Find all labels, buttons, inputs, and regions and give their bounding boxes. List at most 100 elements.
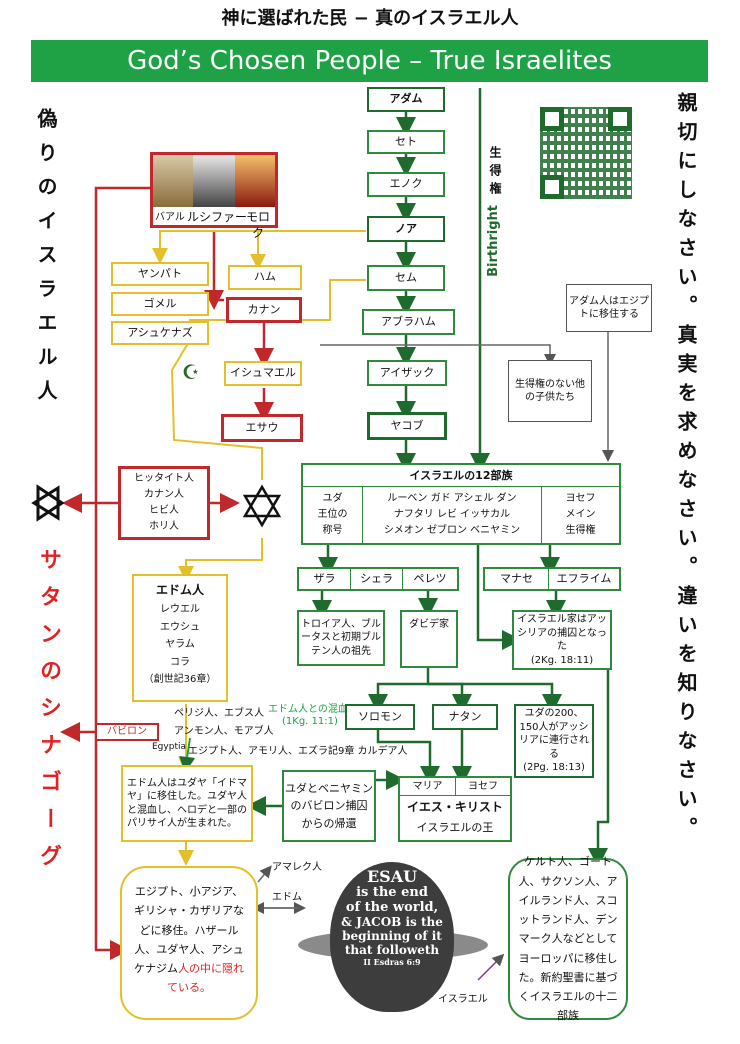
right-vertical-motto: 親切にしなさい。真実を求めなさい。違いを知りなさい。 bbox=[672, 92, 701, 846]
adam-box: アダム bbox=[367, 87, 445, 112]
edom-mix-label: エドム人との混血 bbox=[268, 704, 348, 715]
judah-text: 王位の bbox=[317, 509, 348, 520]
star-of-david-icon bbox=[242, 484, 282, 528]
japheth-box: ヤンパト bbox=[111, 262, 209, 286]
star-symbol-left-icon bbox=[31, 484, 65, 522]
hidden-box: エジプト、小アジア、ギリシャ・カザリアなどに移住。ハザール人、ユダヤ人、アシュケ… bbox=[120, 866, 258, 1020]
other-tribes-cell: ルーベン ガド アシェル ダン ナフタリ レビ イッサカル シメオン ゼブロン … bbox=[363, 487, 541, 543]
peoples-line: ペリジ人、エブス人 bbox=[174, 708, 264, 719]
no-birthright-note: 生得権のない他の子供たち bbox=[508, 360, 592, 422]
egyptia-label: Egyptia bbox=[152, 742, 186, 752]
lucifer-image bbox=[193, 155, 235, 207]
hittites-item: ヒッタイト人 bbox=[134, 473, 194, 484]
emblem-line: & JACOB is the bbox=[341, 915, 443, 930]
left-vertical-text: 偽りのイスラエル人 bbox=[34, 108, 58, 414]
emblem-shield bbox=[330, 862, 454, 1012]
title-japanese: 神に選ばれた民 − 真のイスラエル人 bbox=[221, 8, 519, 29]
hittites-item: カナン人 bbox=[144, 489, 184, 500]
judah-sons-box: ザラ シェラ ペレツ bbox=[297, 567, 459, 591]
right-vertical-text: 親切にしなさい。真実を求めなさい。違いを知りなさい。 bbox=[674, 92, 698, 846]
edomites-name: ヤラム bbox=[165, 639, 195, 650]
esau-jacob-emblem: ESAU is the end of the world, & JACOB is… bbox=[292, 860, 492, 1020]
babylon-box: バビロン bbox=[95, 723, 159, 741]
joseph-tribe-text: ヨセフ bbox=[565, 493, 596, 504]
moloch-image bbox=[235, 155, 275, 207]
babylon-return-box: ユダとベニヤミン のバビロン捕囚 からの帰還 bbox=[282, 770, 376, 842]
hidden-red-text: 人の中に隠れている。 bbox=[167, 962, 244, 995]
hittites-box: ヒッタイト人 カナン人 ヒビ人 ホリ人 bbox=[118, 466, 210, 540]
emblem-line: is the end bbox=[356, 885, 428, 901]
judah-text: ユダ bbox=[322, 493, 343, 504]
left-vertical-synagogue: サタンのシナゴーグ bbox=[32, 548, 64, 881]
tribes-text: ナフタリ レビ イッサカル bbox=[393, 509, 511, 520]
emblem-line: that followeth bbox=[344, 942, 440, 957]
ashkenaz-box: アシュケナズ bbox=[111, 321, 209, 345]
moloch-label: モロク bbox=[245, 210, 270, 241]
emblem-line: beginning of it bbox=[342, 929, 442, 944]
birthright-jp: 生得権 bbox=[488, 146, 502, 200]
tribes-text: ルーベン ガド アシェル ダン bbox=[387, 493, 517, 504]
return-text: のバビロン捕囚 bbox=[290, 799, 368, 813]
ephraim-cell: エフライム bbox=[556, 572, 612, 586]
noah-box: ノア bbox=[367, 216, 445, 242]
edomites-box: エドム人 レウエル エウシュ ヤラム コラ （創世記36章） bbox=[132, 574, 228, 702]
ham-box: ハム bbox=[228, 265, 302, 290]
crescent-star-icon: ☪ bbox=[182, 360, 200, 384]
twelve-tribes-box: イスラエルの12部族 ユダ 王位の 称号 ルーベン ガド アシェル ダン ナフタ… bbox=[301, 463, 621, 545]
assyria-ref-text: (2Kg. 18:11) bbox=[530, 654, 594, 666]
qr-finder-icon bbox=[608, 107, 632, 131]
edomites-ref: （創世記36章） bbox=[143, 674, 217, 685]
emblem-line: of the world, bbox=[345, 900, 439, 916]
enoch-box: エノク bbox=[367, 172, 445, 197]
joseph-sons-box: マナセ エフライム bbox=[483, 567, 621, 591]
peoples-line: エジプト人、アモリ人、エズラ記9章 カルデア人 bbox=[188, 746, 408, 757]
shelah-cell: シェラ bbox=[351, 569, 403, 589]
edomites-name: コラ bbox=[170, 656, 190, 668]
edom-label: エドム bbox=[272, 892, 302, 903]
canaan-box: カナン bbox=[226, 297, 302, 323]
left-vertical-red-text: サタンのシナゴーグ bbox=[36, 548, 61, 881]
tribes-text: シメオン ゼブロン ベニヤミン bbox=[383, 525, 521, 536]
isaac-box: アイザック bbox=[367, 360, 447, 386]
judah-200-text: ユダの200、150人がアッシリアに連行される bbox=[519, 708, 589, 760]
ishmael-box: イシュマエル bbox=[224, 361, 302, 386]
zerah-cell: ザラ bbox=[299, 569, 351, 589]
baal-label: バアル bbox=[155, 212, 185, 223]
birthright-en: Birthright bbox=[486, 205, 501, 277]
abraham-box: アブラハム bbox=[362, 309, 455, 335]
banner-title: God’s Chosen People – True Israelites bbox=[31, 40, 708, 82]
jesus-box: マリア ヨセフ イエス・キリスト イスラエルの王 bbox=[398, 776, 512, 842]
judah-200-ref: (2Pg. 18:13) bbox=[523, 762, 585, 774]
judah-text: 称号 bbox=[322, 525, 343, 536]
nathan-box: ナタン bbox=[432, 704, 498, 730]
joseph-tribe-cell: ヨセフ メイン 生得権 bbox=[541, 487, 619, 543]
jesus-christ: イエス・キリスト bbox=[407, 800, 503, 815]
judah-cell: ユダ 王位の 称号 bbox=[303, 487, 363, 543]
emblem-text: ESAU is the end of the world, & JACOB is… bbox=[330, 867, 454, 967]
return-text: からの帰還 bbox=[301, 816, 357, 830]
jacob-box: ヤコブ bbox=[367, 412, 447, 440]
hittites-item: ヒビ人 bbox=[149, 505, 179, 516]
perez-cell: ペレツ bbox=[413, 572, 447, 586]
assyria-exile-box: イスラエル家はアッシリアの捕囚となった (2Kg. 18:11) bbox=[512, 610, 612, 670]
amalek-label: アマレク人 bbox=[272, 862, 322, 873]
lucifer-label: ルシファー bbox=[187, 210, 248, 224]
assyria-exile-text: イスラエル家はアッシリアの捕囚となった bbox=[517, 614, 607, 652]
edomites-title: エドム人 bbox=[155, 583, 204, 597]
king-of-israel: イスラエルの王 bbox=[416, 821, 494, 835]
joseph-cell: ヨセフ bbox=[456, 778, 510, 796]
celts-box: ケルト人、ゴート人、サクソン人、アイルランド人、スコットランド人、デンマーク人な… bbox=[508, 855, 628, 1022]
joseph-tribe-text: メイン bbox=[565, 509, 596, 520]
baal-image bbox=[153, 155, 193, 207]
edomites-name: レウエル bbox=[160, 604, 200, 615]
qr-finder-icon bbox=[540, 175, 564, 199]
return-text: ユダとベニヤミン bbox=[285, 781, 373, 795]
idols-box: バアル ルシファー モロク bbox=[150, 152, 278, 240]
qr-finder-icon bbox=[540, 107, 564, 131]
mary-cell: マリア bbox=[400, 778, 456, 796]
hidden-text: エジプト、小アジア、ギリシャ・カザリアなどに移住。ハザール人、ユダヤ人、アシュケ… bbox=[134, 885, 244, 975]
hittites-item: ホリ人 bbox=[149, 521, 179, 532]
manasseh-cell: マナセ bbox=[485, 569, 549, 589]
emblem-line: II Esdras 6:9 bbox=[363, 956, 421, 967]
seth-box: セト bbox=[367, 130, 445, 154]
